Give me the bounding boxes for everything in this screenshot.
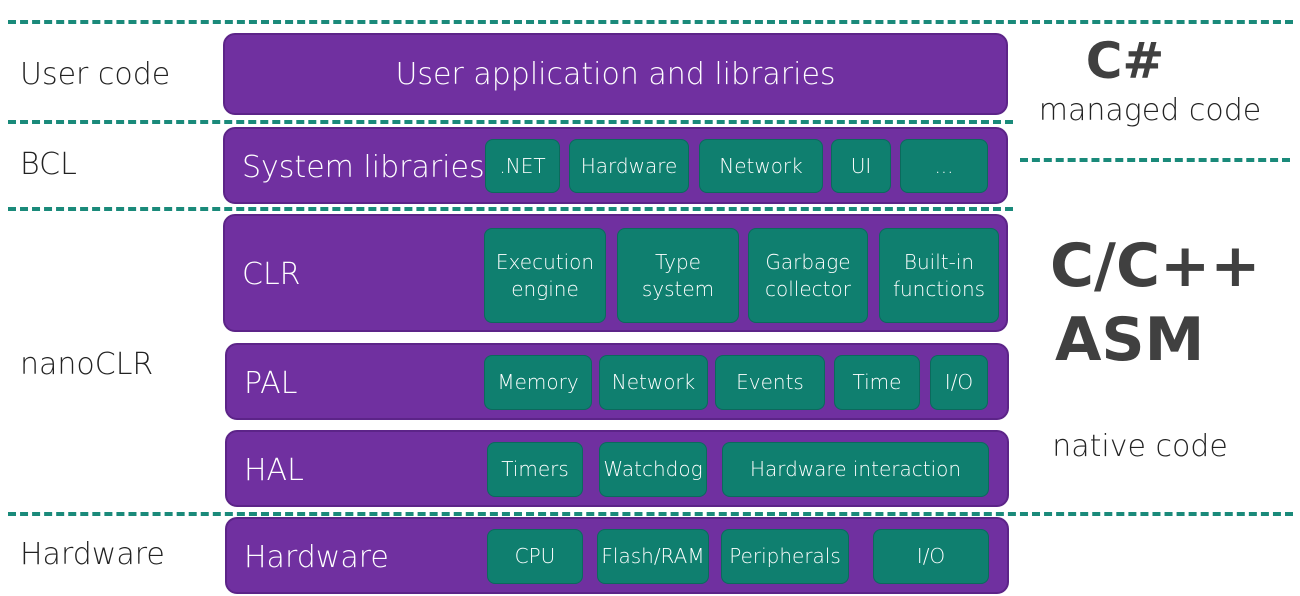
- component-watchdog: Watchdog: [599, 442, 707, 497]
- layer-user-application-title: User application and libraries: [395, 57, 836, 92]
- layer-user-application: User application and libraries: [223, 33, 1008, 115]
- label-bcl: BCL: [20, 147, 77, 182]
- divider-managed-native-right: [1020, 158, 1290, 162]
- layer-hardware-title: Hardware: [244, 540, 389, 575]
- layer-hal: HAL Timers Watchdog Hardware interaction: [225, 430, 1009, 507]
- layer-hardware: Hardware CPU Flash/RAM Peripherals I/O: [225, 517, 1009, 594]
- component-flash-ram: Flash/RAM: [597, 529, 709, 584]
- component-timers: Timers: [487, 442, 583, 497]
- lang-cpp: C/C++: [1050, 231, 1261, 301]
- divider-nanoclr-hardware: [8, 512, 1293, 516]
- label-nanoclr: nanoCLR: [20, 347, 154, 382]
- component-cpu: CPU: [487, 529, 583, 584]
- layer-system-libraries: System libraries .NET Hardware Network U…: [223, 127, 1008, 204]
- layer-pal: PAL Memory Network Events Time I/O: [225, 343, 1009, 420]
- lang-csharp: C#: [1085, 32, 1165, 90]
- component-memory: Memory: [484, 355, 592, 410]
- component-network: Network: [599, 355, 708, 410]
- lang-asm: ASM: [1055, 305, 1205, 375]
- divider-top: [8, 20, 1293, 24]
- component-more-lib: ...: [900, 139, 988, 193]
- layer-pal-title: PAL: [244, 366, 298, 401]
- component-io-pal: I/O: [930, 355, 988, 410]
- component-dotnet: .NET: [485, 139, 560, 193]
- component-time: Time: [834, 355, 920, 410]
- component-hardware-lib: Hardware: [569, 139, 689, 193]
- component-hardware-interaction: Hardware interaction: [722, 442, 989, 497]
- layer-clr-title: CLR: [242, 257, 301, 292]
- component-peripherals: Peripherals: [721, 529, 849, 584]
- component-events: Events: [715, 355, 825, 410]
- component-io-hardware: I/O: [873, 529, 989, 584]
- layer-hal-title: HAL: [244, 453, 304, 488]
- lang-managed-code: managed code: [1038, 93, 1262, 128]
- divider-bcl-nanoclr: [8, 207, 1013, 211]
- lang-native-code: native code: [1052, 429, 1228, 464]
- component-network-lib: Network: [699, 139, 823, 193]
- component-ui-lib: UI: [831, 139, 891, 193]
- layer-system-libraries-title: System libraries: [242, 150, 485, 185]
- label-user-code: User code: [20, 57, 171, 92]
- divider-user-bcl: [8, 120, 1013, 124]
- label-hardware: Hardware: [20, 537, 165, 572]
